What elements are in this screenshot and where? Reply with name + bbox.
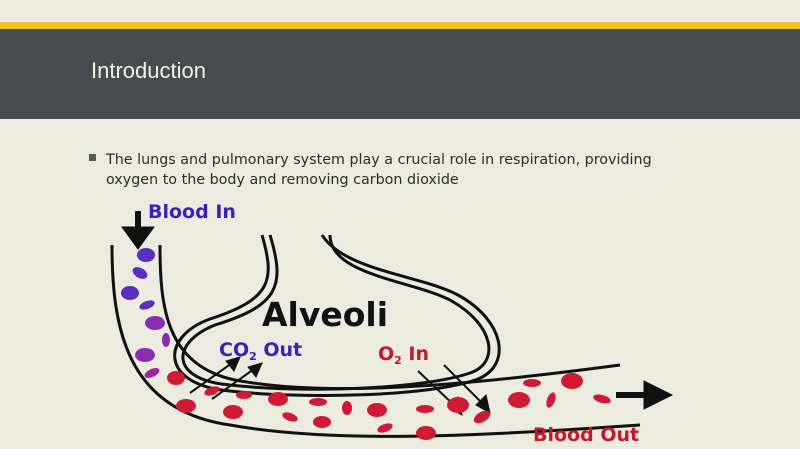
top-strip: [0, 0, 800, 22]
blood-cell: [145, 316, 165, 330]
alveoli-label: Alveoli: [262, 295, 388, 334]
blood-cell: [167, 371, 185, 385]
co2-subscript: 2: [249, 350, 257, 363]
blood-cell: [236, 391, 252, 399]
bullet-marker: [89, 154, 96, 161]
blood-cell: [561, 373, 583, 389]
blood-cell: [268, 392, 288, 406]
title-band: [0, 29, 800, 119]
blood-cell: [144, 368, 160, 378]
blood-cell: [132, 267, 148, 279]
blood-cell: [204, 386, 220, 396]
blood-cell: [223, 405, 243, 419]
blood-cell: [313, 416, 331, 428]
vessel-outer-wall: [110, 244, 641, 438]
deoxygenated-cells: [121, 248, 170, 378]
blood-cell: [473, 410, 491, 424]
blood-out-arrow-head: [643, 380, 674, 410]
blood-out-label: Blood Out: [533, 424, 639, 446]
alveoli-sac: [173, 234, 501, 397]
alveoli-inner-wall: [173, 234, 501, 397]
vessel-inner-wall: [158, 244, 621, 391]
blood-cell: [367, 403, 387, 417]
blood-vessel: [110, 244, 641, 438]
blood-cell: [309, 398, 327, 406]
o2-text: O: [378, 343, 394, 365]
blood-cell: [523, 379, 541, 387]
co2-arrow-1-head: [225, 356, 241, 372]
co2-arrow-1: [189, 362, 233, 394]
bullet-text: The lungs and pulmonary system play a cr…: [106, 152, 652, 188]
blood-cell: [447, 397, 469, 413]
oxygenated-cells: [167, 371, 611, 440]
o2-in-label: O2 In: [378, 343, 429, 367]
blood-cell: [377, 423, 393, 433]
blood-cell: [162, 333, 170, 347]
accent-bar: [0, 22, 800, 29]
alveoli-diagram: Blood In Alveoli CO2 Out O2 In Blood Out: [110, 201, 674, 446]
o2-arrow-2: [443, 364, 485, 406]
blood-cell: [508, 392, 530, 408]
blood-cell: [546, 392, 556, 408]
blood-cell: [282, 412, 298, 422]
blood-cell: [139, 300, 155, 310]
blood-in-arrow-head: [121, 226, 155, 250]
co2-text: CO: [219, 339, 249, 361]
blood-in-label: Blood In: [148, 201, 236, 223]
o2-suffix: In: [402, 343, 429, 365]
alveoli-outer-wall: [181, 234, 491, 391]
blood-cell: [593, 394, 611, 404]
blood-cell: [342, 401, 352, 415]
blood-cell: [416, 405, 434, 413]
o2-subscript: 2: [394, 354, 402, 367]
slide-title: Introduction: [91, 58, 206, 83]
blood-cell: [137, 248, 155, 262]
o2-arrow-2-head: [475, 394, 491, 414]
co2-suffix: Out: [257, 339, 302, 361]
blood-cell: [121, 286, 139, 300]
blood-cell: [416, 426, 436, 440]
co2-out-label: CO2 Out: [219, 339, 302, 363]
blood-cell: [176, 399, 196, 413]
co2-arrow-2-head: [247, 362, 263, 378]
co2-arrow-2: [211, 368, 255, 400]
blood-cell: [135, 348, 155, 362]
